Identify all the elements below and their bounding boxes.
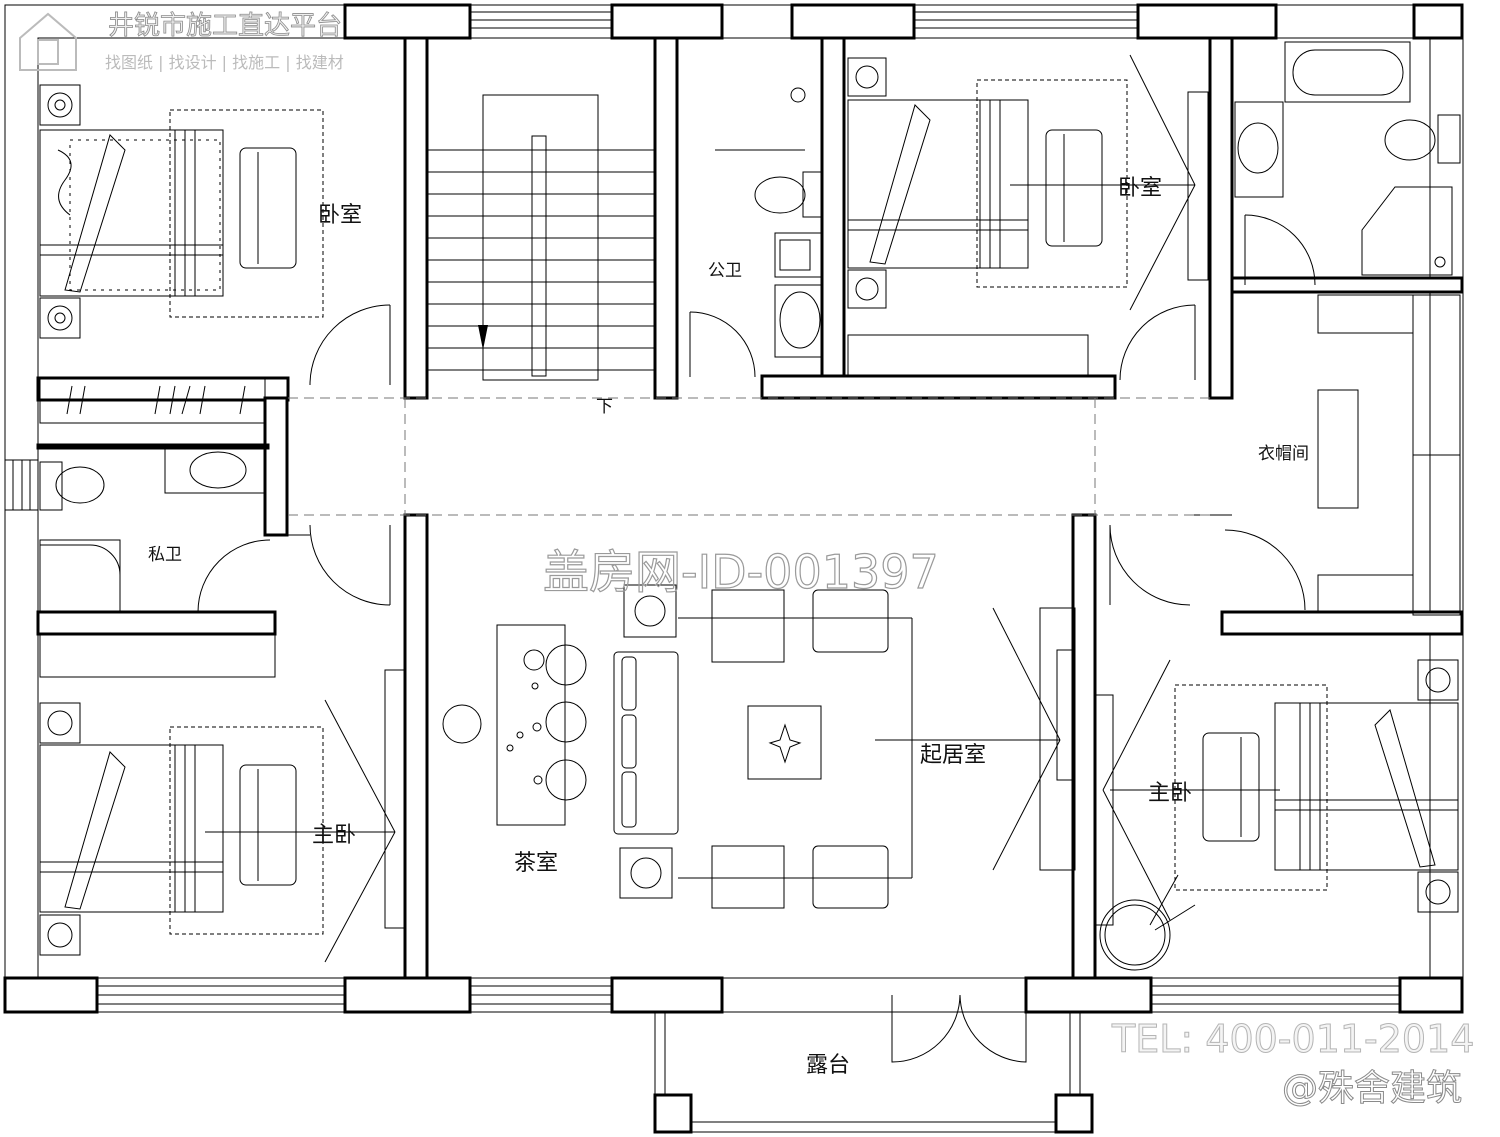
label-wardrobe: 衣帽间 [1258,444,1309,464]
private-bath-fixtures [39,447,266,613]
corridor-dashes [288,397,1210,516]
bed-top-right [847,54,1209,376]
bed-top-left [39,84,324,339]
balcony [653,1011,1094,1134]
label-living-room: 起居室 [920,743,986,768]
master-bath-fixtures [1234,41,1461,276]
watermarks: 井锐市施工直达平台 找图纸 | 找设计 | 找施工 | 找建材 盖房网-ID-0… [19,11,1475,1110]
label-private-bath: 私卫 [148,545,182,565]
label-balcony: 露台 [806,1053,850,1078]
tea-room-furniture [442,624,587,826]
label-public-bath: 公卫 [708,261,742,281]
room-labels: 卧室 下 公卫 卧室 衣帽间 私卫 主卧 茶室 起居室 主卧 露台 [148,176,1309,1078]
watermark-center-id: 盖房网-ID-001397 [543,545,939,599]
interior-walls [36,36,1464,980]
living-room-furniture [613,584,1076,909]
bed-left-master [39,634,406,963]
label-bedroom-top-right: 卧室 [1118,176,1162,201]
wardrobe-top-left [39,377,266,424]
watermark-brand: @殊舍建筑 [1282,1068,1462,1109]
watermark-tel: TEL: 400-011-2014 [1111,1017,1474,1061]
label-stair-down: 下 [596,397,613,417]
watermark-top-title: 井锐市施工直达平台 [108,11,342,41]
walkin-closet-fixtures [1317,294,1461,616]
bed-right-master [1094,659,1459,971]
label-master-left: 主卧 [312,823,356,848]
label-bedroom-top-left: 卧室 [318,203,362,228]
watermark-top-sub: 找图纸 | 找设计 | 找施工 | 找建材 [105,53,344,72]
public-bath-fixtures [715,87,824,358]
exterior-walls [3,3,1464,1014]
label-tea-room: 茶室 [514,851,558,876]
doors [197,214,1316,1063]
staircase [427,94,655,381]
label-master-right: 主卧 [1148,781,1192,806]
logo-house-icon [19,12,77,71]
